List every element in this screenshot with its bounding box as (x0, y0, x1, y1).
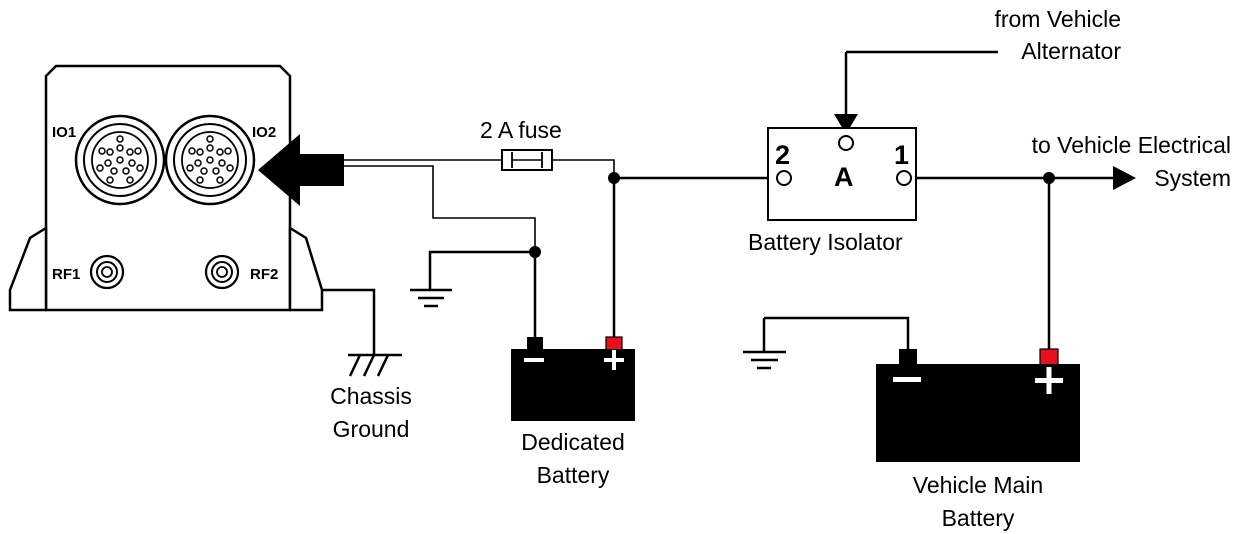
main-battery-label-line1: Vehicle Main (913, 472, 1043, 498)
isolator-terminal-a (838, 135, 854, 151)
junction-dots (529, 172, 1055, 258)
dedicated-battery-negative-terminal (527, 337, 543, 351)
main-battery-label-line2: Battery (942, 505, 1015, 531)
device-right-flange (288, 225, 324, 312)
chassis-ground-label-line2: Ground (333, 416, 410, 442)
ground-icon-dedicated (410, 288, 452, 308)
isolator-terminal-2-label: 2 (775, 140, 790, 170)
fuse-2a (501, 149, 553, 171)
rf1-connector (89, 254, 125, 290)
minus-icon (893, 377, 921, 382)
system-label-line2: System (1154, 165, 1231, 191)
rf2-connector (204, 254, 240, 290)
vehicle-main-battery (876, 348, 1080, 462)
isolator-terminal-1-label: 1 (894, 140, 909, 170)
io2-connector (164, 114, 256, 206)
chassis-ground-label-line1: Chassis (330, 383, 412, 409)
ground-icon-main (743, 350, 786, 370)
wires (322, 50, 1115, 355)
power-cable (258, 134, 536, 252)
plus-icon (1035, 367, 1063, 394)
tracking-device: IO1 IO2 RF1 RF2 (8, 64, 324, 312)
plus-icon (604, 350, 624, 370)
main-battery-positive-terminal (1039, 348, 1059, 366)
cable-arrow-head (258, 134, 300, 206)
isolator-terminal-2 (776, 170, 792, 186)
system-label-line1: to Vehicle Electrical (1032, 132, 1231, 158)
io1-connector (74, 114, 166, 206)
port-label-rf1: RF1 (52, 266, 80, 283)
cable-boot (298, 154, 344, 186)
fuse-label: 2 A fuse (480, 117, 562, 143)
isolator-label: Battery Isolator (748, 229, 903, 255)
minus-icon (524, 358, 544, 362)
dedicated-battery-label-line2: Battery (537, 462, 610, 488)
port-label-io2: IO2 (252, 124, 276, 141)
alternator-arrow-icon (834, 114, 858, 134)
dedicated-battery (511, 336, 635, 421)
alternator-label-line2: Alternator (1021, 38, 1121, 64)
system-arrow-icon (1113, 166, 1136, 190)
dedicated-battery-positive-terminal (605, 336, 623, 352)
chassis-ground-icon (348, 353, 402, 377)
isolator-terminal-a-label: A (834, 162, 854, 192)
main-battery-negative-terminal (899, 349, 917, 365)
battery-isolator: 2 A 1 (767, 127, 917, 221)
port-label-io1: IO1 (52, 124, 76, 141)
port-label-rf2: RF2 (250, 266, 278, 283)
isolator-terminal-1 (896, 170, 912, 186)
dedicated-battery-label-line1: Dedicated (521, 429, 625, 455)
alternator-label-line1: from Vehicle (994, 6, 1121, 32)
device-left-flange (8, 225, 48, 312)
